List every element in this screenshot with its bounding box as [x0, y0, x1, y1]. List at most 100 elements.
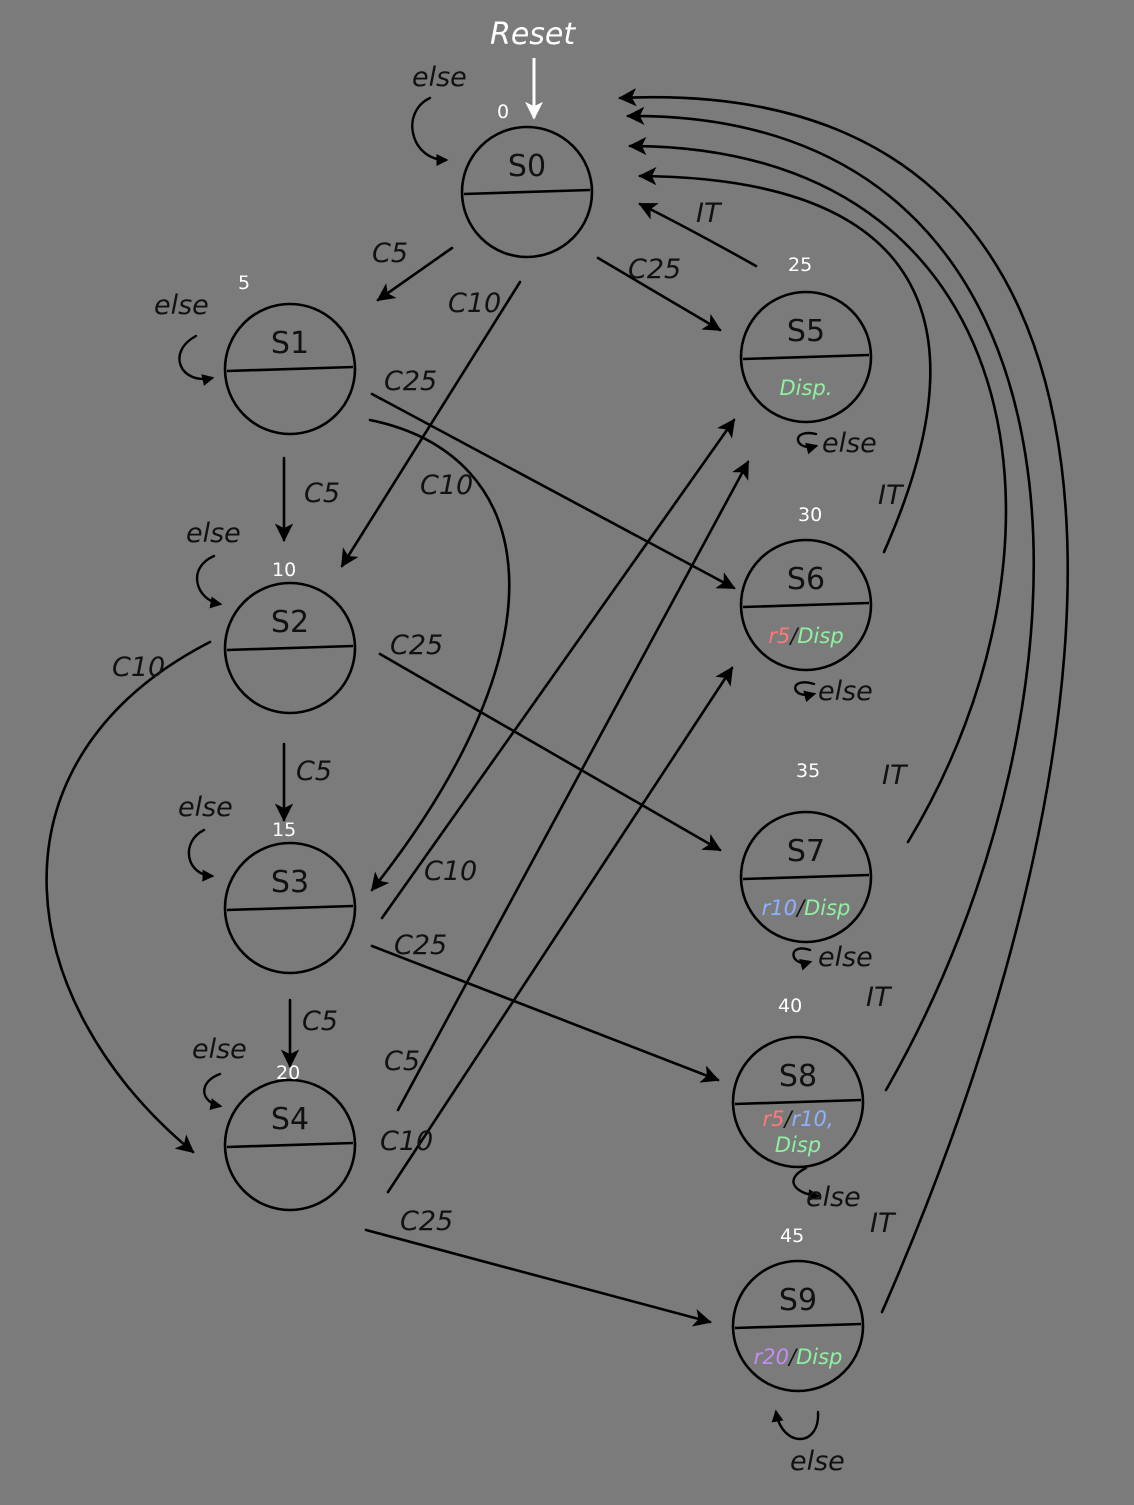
- loop-arrow: [794, 681, 817, 703]
- transition-label: C10: [424, 856, 477, 887]
- state-name: S6: [787, 562, 825, 597]
- output-disp: Disp.: [780, 376, 833, 400]
- transition-arrow: [628, 136, 1008, 844]
- state-name: S9: [779, 1283, 817, 1318]
- state-divider: [226, 904, 354, 912]
- loop-label: else: [178, 792, 233, 823]
- state-value: 10: [272, 559, 296, 581]
- state-name: S5: [787, 314, 825, 349]
- output-disp: Disp: [796, 1345, 842, 1369]
- state-s7: S7 35 r10/Disp: [739, 760, 873, 944]
- transition-label: C10: [420, 470, 473, 501]
- self-loop-s2: else: [186, 518, 241, 609]
- state-name: S3: [271, 865, 309, 900]
- state-circle: [223, 581, 357, 715]
- state-circle: [460, 125, 594, 259]
- output-separator: /: [787, 1345, 798, 1369]
- transition-label: C5: [304, 478, 340, 509]
- transition-arrow: [378, 652, 722, 852]
- edge-s4-to-s9: C25: [364, 1206, 712, 1327]
- state-name: S4: [271, 1102, 309, 1137]
- transition-arrow: [376, 246, 454, 302]
- loop-arrow: [178, 334, 215, 386]
- transition-label: C25: [384, 366, 437, 397]
- transition-arrow: [380, 418, 736, 920]
- loop-label: else: [822, 428, 877, 459]
- transition-label: C25: [394, 930, 447, 961]
- self-loop-s4: else: [192, 1034, 247, 1110]
- transition-label: C5: [296, 756, 332, 787]
- edge-s2-to-s7: C25: [378, 630, 722, 852]
- loop-label: else: [412, 62, 467, 93]
- edge-s3-to-s4: C5: [280, 998, 338, 1068]
- transition-arrow: [596, 256, 722, 332]
- state-outputs: r10/Disp: [762, 896, 851, 920]
- state-s4: S4 20: [223, 1062, 357, 1212]
- loop-arrow: [195, 554, 223, 609]
- reset-indicator: Reset: [490, 17, 576, 120]
- loop-label: else: [818, 676, 873, 707]
- loop-label: else: [790, 1446, 845, 1477]
- state-circle: [223, 302, 357, 436]
- transition-arrow: [45, 640, 212, 1154]
- state-divider: [734, 1098, 862, 1106]
- output-r5: r5: [762, 1107, 784, 1131]
- transition-arrow: [368, 418, 511, 892]
- state-value: 20: [276, 1062, 300, 1084]
- edge-s9-to-s0: IT: [618, 88, 1070, 1314]
- transition-label: IT: [870, 1208, 897, 1239]
- state-divider: [742, 873, 870, 881]
- transition-label: C10: [448, 288, 501, 319]
- state-outputs: r5/Disp: [768, 624, 843, 648]
- output-disp: Disp: [797, 624, 843, 648]
- state-s1: S1 5: [223, 272, 357, 436]
- self-loop-s8: else: [792, 1166, 861, 1213]
- state-name: S2: [271, 605, 309, 640]
- state-s2: S2 10: [223, 559, 357, 715]
- state-divider: [226, 1141, 354, 1149]
- transition-arrow: [638, 167, 932, 554]
- transition-label: C10: [112, 652, 165, 683]
- loop-label: else: [806, 1182, 861, 1213]
- loop-label: else: [818, 942, 873, 973]
- state-value: 5: [238, 272, 250, 294]
- state-divider: [734, 1322, 862, 1330]
- edge-s4-to-s5: C5: [384, 460, 750, 1112]
- loop-arrow: [771, 1409, 820, 1440]
- transition-arrow: [364, 1228, 712, 1327]
- transition-label: C25: [400, 1206, 453, 1237]
- state-circle: [731, 1259, 865, 1393]
- state-outputs: r20/Disp: [754, 1345, 843, 1369]
- state-name: S7: [787, 834, 825, 869]
- state-circle: [223, 841, 357, 975]
- edge-s5-to-s0: IT: [638, 198, 758, 268]
- edge-s0-to-s1: C5: [372, 238, 454, 302]
- transition-label: C5: [302, 1006, 338, 1037]
- state-divider: [463, 188, 591, 196]
- edge-s7-to-s0: IT: [628, 136, 1008, 844]
- edge-s4-to-s6: C10: [380, 666, 734, 1194]
- loop-arrow: [203, 1072, 223, 1110]
- loop-label: else: [154, 290, 209, 321]
- state-name: S1: [271, 326, 309, 361]
- state-value: 0: [497, 101, 509, 123]
- edge-s0-to-s5: C25: [596, 254, 722, 332]
- loop-arrow: [411, 96, 449, 166]
- state-value: 35: [796, 760, 820, 782]
- state-circle: [731, 1035, 865, 1169]
- transition-arrow: [618, 88, 1070, 1314]
- self-loop-s1: else: [154, 290, 215, 386]
- loop-arrow: [187, 828, 215, 882]
- state-divider: [226, 644, 354, 652]
- edge-s2-to-s4: C10: [45, 640, 212, 1154]
- edge-s1-to-s2: C5: [274, 456, 340, 542]
- edge-s3-to-s8: C25: [370, 930, 720, 1083]
- transition-arrow: [386, 666, 734, 1194]
